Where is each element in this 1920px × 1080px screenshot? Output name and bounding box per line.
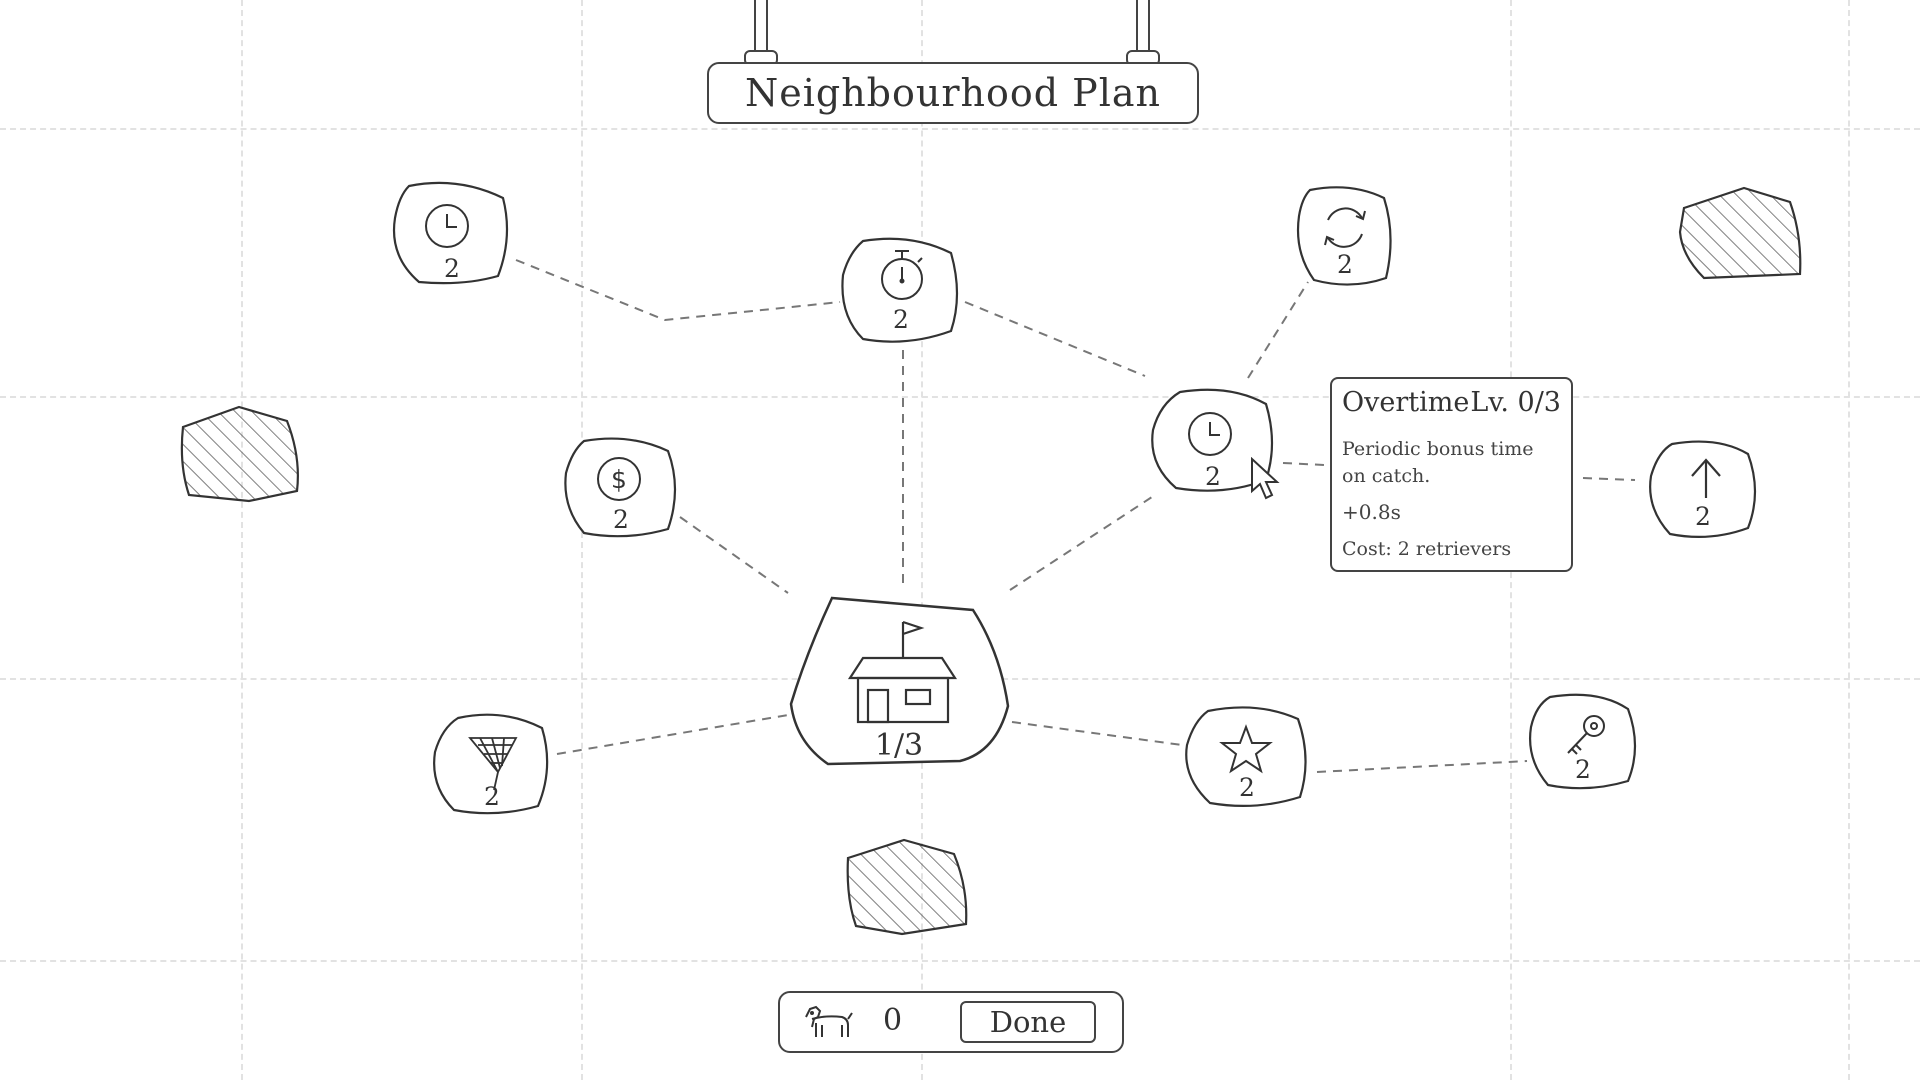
skill-node-key[interactable]: 2	[1528, 693, 1638, 793]
skill-node-stopwatch[interactable]: 2	[841, 235, 961, 345]
grid-line	[241, 0, 243, 1080]
node-cost: 2	[444, 254, 460, 283]
skill-node-clock[interactable]: 2	[393, 181, 511, 286]
grid-line	[0, 128, 1920, 130]
tooltip-description: on catch.	[1342, 465, 1431, 487]
node-cost: 2	[1337, 250, 1353, 279]
grid-line	[0, 396, 1920, 398]
node-cost: 2	[893, 305, 909, 334]
node-cost: 2	[1695, 502, 1711, 531]
tooltip-cost: Cost: 2 retrievers	[1342, 538, 1512, 560]
node-cost: 2	[1205, 462, 1221, 491]
skill-node-arrow-up[interactable]: 2	[1648, 440, 1758, 540]
sign-rope	[754, 0, 768, 58]
house-flag-icon	[847, 620, 958, 724]
skill-node-star[interactable]: 2	[1184, 705, 1310, 809]
node-cost: 2	[1575, 755, 1591, 784]
skill-node-money[interactable]: $ 2	[564, 437, 678, 539]
currency-count: 0	[883, 1003, 903, 1038]
center-node-level: 1/3	[874, 728, 924, 763]
stopwatch-icon	[881, 250, 923, 300]
node-cost: 2	[484, 782, 500, 811]
page-title: Neighbourhood Plan	[707, 62, 1199, 124]
tooltip-description: Periodic bonus time	[1342, 438, 1534, 460]
clock-icon	[425, 204, 469, 248]
key-icon	[1567, 715, 1605, 755]
locked-node	[844, 838, 970, 936]
tooltip-title: Overtime	[1342, 387, 1470, 418]
tooltip-value: +0.8s	[1342, 500, 1401, 524]
sign-rope	[1136, 0, 1150, 58]
grid-line	[921, 0, 923, 1080]
net-icon	[468, 737, 518, 791]
done-button[interactable]: Done	[960, 1001, 1096, 1043]
skill-node-overtime[interactable]: 2	[1150, 388, 1276, 498]
node-cost: 2	[1239, 773, 1255, 802]
tooltip-level: Lv. 0/3	[1470, 387, 1561, 418]
star-icon	[1219, 724, 1273, 774]
dog-icon	[805, 1005, 853, 1037]
refresh-icon	[1324, 207, 1366, 248]
center-node-home[interactable]: 1/3	[788, 592, 1010, 768]
grid-line	[581, 0, 583, 1080]
grid-line	[0, 960, 1920, 962]
node-cost: 2	[613, 505, 629, 534]
skill-node-refresh[interactable]: 2	[1296, 186, 1394, 288]
bottom-bar: 0 Done	[778, 991, 1124, 1053]
grid-line	[1848, 0, 1850, 1080]
clock-icon	[1188, 412, 1232, 456]
svg-text:$: $	[611, 465, 627, 494]
mouse-cursor-icon	[1251, 457, 1280, 500]
arrow-up-icon	[1691, 458, 1721, 498]
skill-tooltip: Overtime Lv. 0/3 Periodic bonus time on …	[1330, 377, 1573, 572]
locked-node	[177, 405, 301, 503]
dollar-icon: $	[597, 457, 641, 501]
locked-node	[1676, 186, 1804, 282]
skill-node-net[interactable]: 2	[432, 712, 552, 816]
